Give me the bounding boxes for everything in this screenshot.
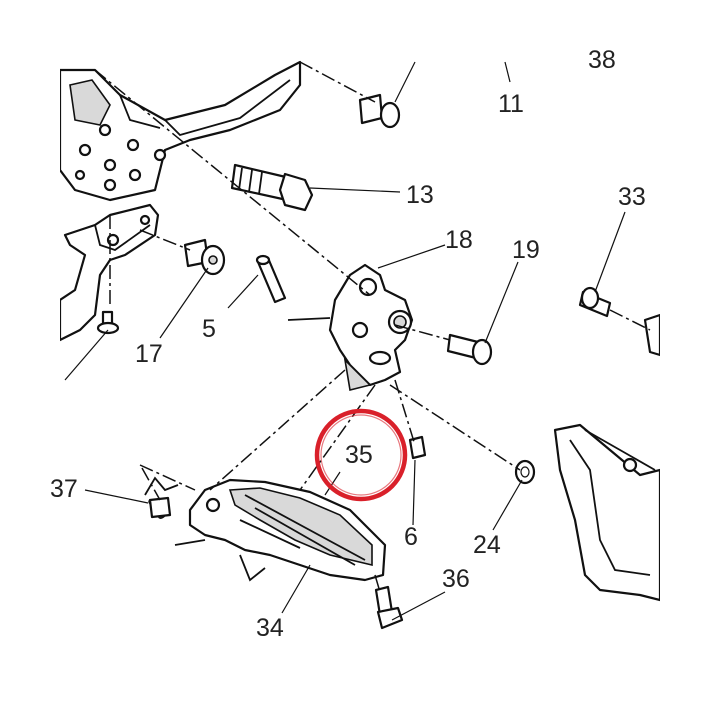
frame-bracket: [60, 60, 302, 202]
label-36: 36: [442, 565, 470, 593]
label-33: 33: [618, 183, 646, 211]
screw-bottom-left: [96, 310, 120, 335]
label-6: 6: [404, 523, 418, 551]
assembly-lines: [94, 61, 651, 593]
label-24: 24: [473, 531, 501, 559]
label-37: 37: [50, 475, 78, 503]
pin-5: [255, 254, 287, 304]
bolt-11-top: [358, 93, 401, 129]
highlight-ring-inner: [320, 414, 402, 496]
return-spring: [144, 476, 179, 519]
bolt-17: [183, 238, 226, 276]
label-11: 11: [498, 90, 524, 118]
label-35: 35: [345, 441, 373, 469]
highlight-ring: [314, 408, 408, 502]
bolt-33: [578, 286, 612, 318]
leader-lines: [64, 61, 626, 621]
label-5: 5: [202, 315, 216, 343]
bolt-19: [446, 333, 493, 366]
washer-24: [514, 459, 536, 485]
label-34: 34: [256, 614, 284, 642]
bolt-36: [374, 585, 404, 630]
left-mount-bracket: [60, 203, 160, 342]
bolt-13: [230, 163, 314, 212]
hinge-bracket: [328, 263, 414, 391]
pin-6: [408, 435, 427, 460]
right-mount-bracket: [553, 313, 660, 602]
label-13: 13: [406, 181, 434, 209]
part-labels: 11 38 13 33 18 19 17 5 35 37 6 24 36 34: [50, 46, 646, 642]
label-17: 17: [135, 340, 163, 368]
footpeg: [188, 478, 387, 582]
label-19: 19: [512, 236, 540, 264]
label-18: 18: [445, 226, 473, 254]
label-38: 38: [588, 46, 616, 74]
